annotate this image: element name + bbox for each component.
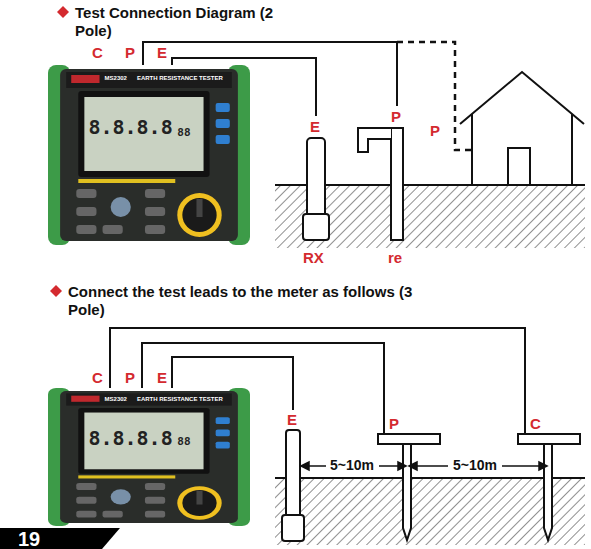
probe-spike bbox=[403, 444, 411, 540]
house-wall bbox=[472, 114, 572, 185]
terminal-letter: C bbox=[92, 45, 103, 62]
meter-device: MS2302 EARTH RESISTANCE TESTER 8.8.8.8 88 bbox=[48, 65, 250, 245]
ground-line bbox=[275, 477, 585, 479]
device-name: EARTH RESISTANCE TESTER bbox=[137, 396, 223, 402]
terminal-letter: P bbox=[125, 370, 135, 387]
page-number: 19 bbox=[18, 529, 40, 549]
lcd-digits: 8.8.8.8 bbox=[88, 117, 172, 137]
probe-handle bbox=[518, 434, 580, 444]
electrode-letter: P bbox=[389, 416, 399, 433]
bullet-diamond bbox=[50, 285, 62, 297]
faucet-spout bbox=[358, 128, 391, 152]
meter-device: MS2302 EARTH RESISTANCE TESTER 8.8.8.8 88 bbox=[48, 388, 250, 526]
house-door bbox=[508, 148, 530, 185]
electrode-letter: P bbox=[391, 109, 401, 126]
resistance-label: RX bbox=[303, 250, 324, 267]
earth-rod-base bbox=[303, 214, 329, 240]
earth-rod-base bbox=[282, 515, 304, 541]
model-name: MS2302 bbox=[105, 396, 127, 402]
heading: Test Connection Diagram (2 Pole) bbox=[75, 4, 290, 40]
earth-rod bbox=[307, 138, 325, 218]
electrode-letter: E bbox=[287, 412, 297, 429]
electrode-letter: P bbox=[430, 123, 440, 140]
bullet-diamond bbox=[57, 6, 69, 18]
house-roof bbox=[460, 72, 584, 124]
device-name: EARTH RESISTANCE TESTER bbox=[137, 75, 223, 81]
electrode-letter: C bbox=[530, 416, 541, 433]
electrode-letter: E bbox=[310, 119, 320, 136]
dimension-label: 5~10m bbox=[452, 458, 498, 473]
test-lead-dashed bbox=[397, 42, 472, 150]
earth-rod bbox=[286, 430, 300, 520]
water-pipe bbox=[391, 128, 403, 240]
terminal-letter: P bbox=[125, 45, 135, 62]
model-name: MS2302 bbox=[105, 75, 127, 81]
heading: Connect the test leads to the meter as f… bbox=[68, 283, 438, 319]
lcd-small-digits: 88 bbox=[177, 127, 190, 138]
probe-spike bbox=[544, 444, 552, 540]
dimension-label: 5~10m bbox=[329, 458, 375, 473]
lcd-digits: 8.8.8.8 bbox=[88, 428, 172, 448]
lcd-small-digits: 88 bbox=[177, 436, 190, 447]
page-tab bbox=[0, 528, 120, 549]
meter-body bbox=[48, 388, 250, 526]
meter-body bbox=[48, 65, 250, 245]
resistance-label: re bbox=[388, 250, 402, 267]
ground-hatch bbox=[275, 479, 585, 545]
probe-handle bbox=[378, 434, 440, 444]
terminal-letter: C bbox=[92, 370, 103, 387]
terminal-letter: E bbox=[157, 370, 167, 387]
terminal-letter: E bbox=[157, 45, 167, 62]
